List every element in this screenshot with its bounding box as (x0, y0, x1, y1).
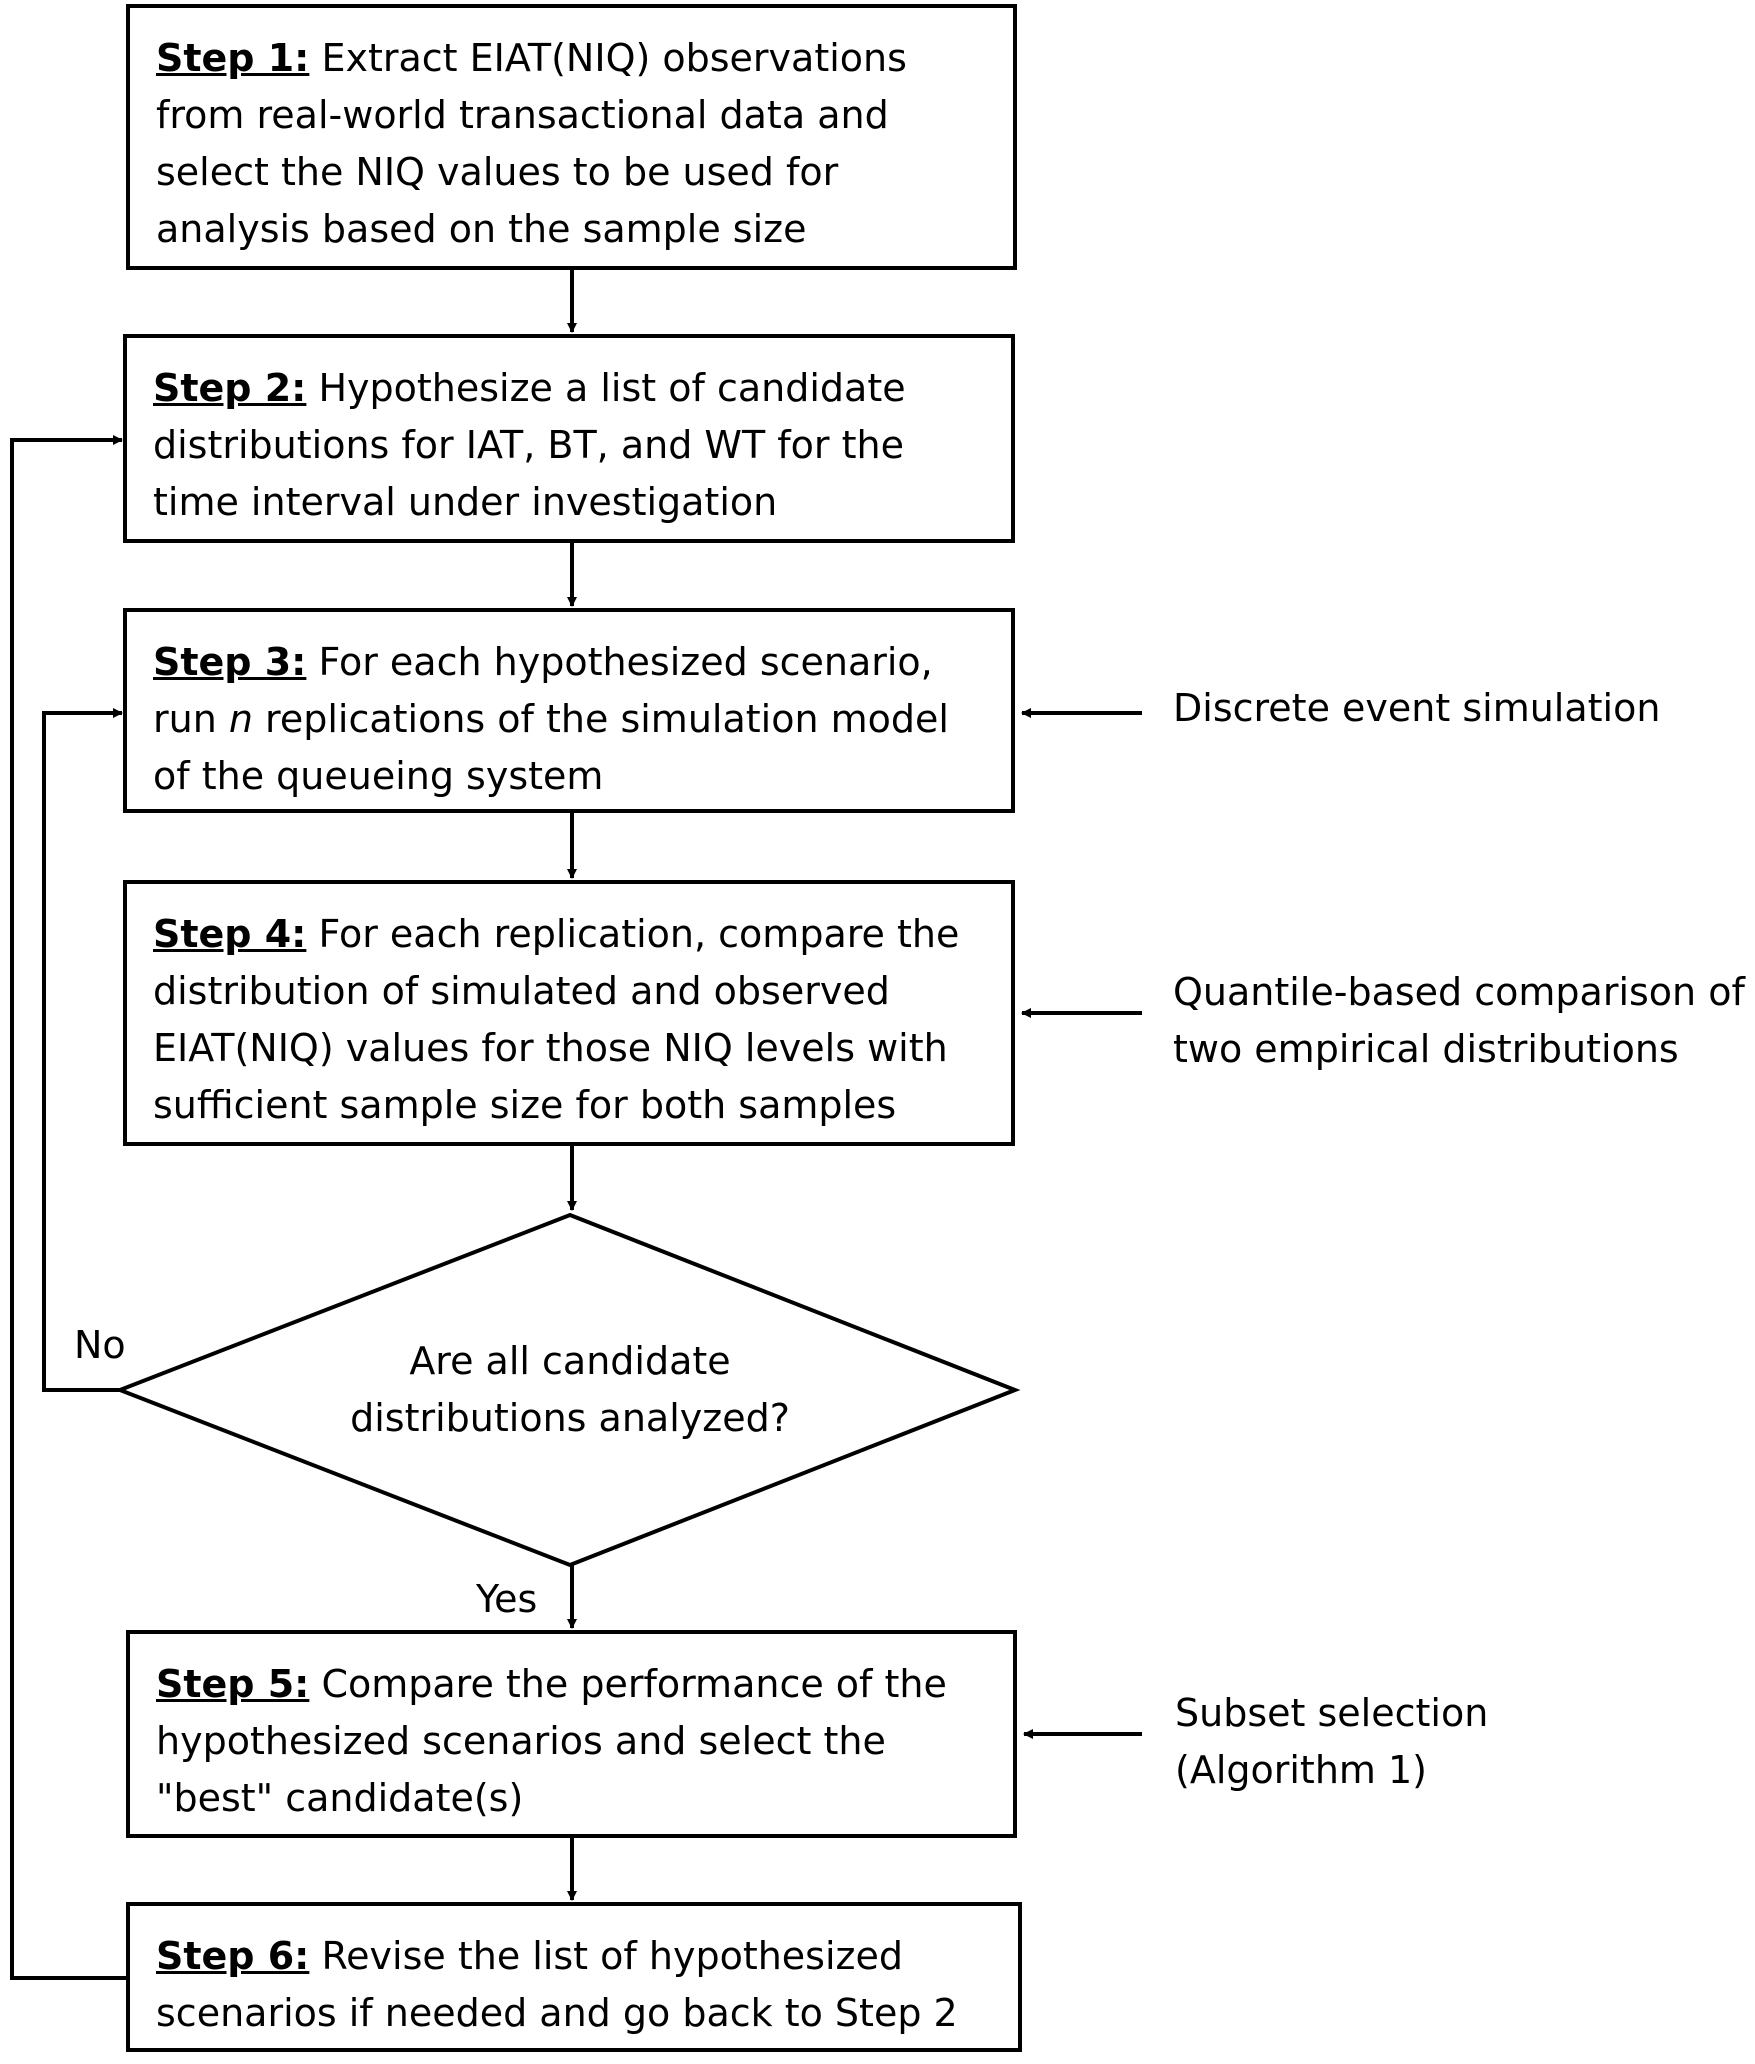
step6-label: Step 6: (156, 1934, 310, 1978)
step3-text-before: For each hypothesized scenario, run (153, 640, 933, 741)
step3-label: Step 3: (153, 640, 307, 684)
loop-step6-to-step2 (10, 435, 126, 1980)
step5-text: Compare the performance of the hypothesi… (156, 1662, 947, 1820)
side-note-step5-line1: Subset selection (1175, 1691, 1489, 1735)
step4-box: Step 4: For each replication, compare th… (123, 880, 1015, 1146)
side-note-step4-line2: two empirical distributions (1173, 1027, 1679, 1071)
decision-diamond (114, 1212, 1021, 1568)
no-loop-to-step3 (42, 708, 123, 1392)
decision-line1: Are all candidate (409, 1339, 731, 1383)
step1-label: Step 1: (156, 36, 310, 80)
step2-label: Step 2: (153, 366, 307, 410)
side-note-subset-selection: Subset selection (Algorithm 1) (1175, 1685, 1488, 1799)
side-note-step4-line1: Quantile-based comparison of (1173, 970, 1745, 1014)
step3-box: Step 3: For each hypothesized scenario, … (123, 608, 1015, 813)
step2-box: Step 2: Hypothesize a list of candidate … (123, 334, 1015, 543)
side-note-discrete-event-simulation: Discrete event simulation (1173, 680, 1660, 737)
decision-question: Are all candidate distributions analyzed… (320, 1333, 820, 1447)
side-note-step3-text: Discrete event simulation (1173, 686, 1661, 730)
step3-text-after: replications of the simulation model of … (153, 697, 949, 798)
step5-box: Step 5: Compare the performance of the h… (126, 1630, 1017, 1838)
step6-box: Step 6: Revise the list of hypothesized … (126, 1902, 1022, 2052)
step4-text: For each replication, compare the distri… (153, 912, 960, 1127)
side-note-quantile-comparison: Quantile-based comparison of two empiric… (1173, 964, 1745, 1078)
step4-label: Step 4: (153, 912, 307, 956)
step1-text: Extract EIAT(NIQ) observations from real… (156, 36, 907, 251)
step5-label: Step 5: (156, 1662, 310, 1706)
no-label: No (74, 1323, 126, 1367)
yes-label: Yes (476, 1577, 538, 1621)
step3-text-italic: n (228, 697, 253, 741)
step2-text: Hypothesize a list of candidate distribu… (153, 366, 906, 524)
side-note-step5-line2: (Algorithm 1) (1175, 1748, 1428, 1792)
decision-line2: distributions analyzed? (350, 1396, 790, 1440)
step6-text: Revise the list of hypothesized scenario… (156, 1934, 958, 2035)
step1-box: Step 1: Extract EIAT(NIQ) observations f… (126, 4, 1017, 270)
